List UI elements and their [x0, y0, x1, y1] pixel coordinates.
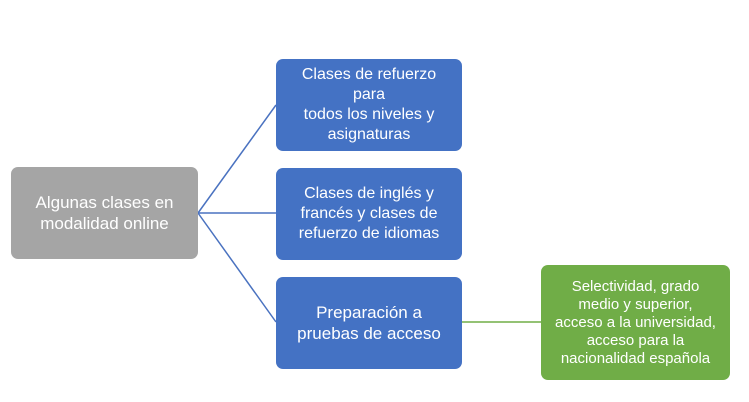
child-2-line-3: refuerzo de idiomas	[298, 225, 440, 242]
connector-root-to-child-1	[197, 104, 277, 214]
connector-root-to-child-3	[197, 212, 277, 323]
child-node-pruebas: Preparación a pruebas de acceso	[276, 277, 462, 369]
root-line-2: modalidad online	[40, 214, 169, 233]
child-2-line-2: francés y clases de	[300, 205, 438, 222]
child-node-pruebas-text: Preparación a pruebas de acceso	[297, 302, 441, 345]
root-node-text: Algunas clases en modalidad online	[36, 192, 174, 235]
grandchild-line-1: Selectividad, grado	[571, 277, 700, 295]
root-node: Algunas clases en modalidad online	[11, 167, 198, 259]
child-1-line-3: asignaturas	[327, 126, 411, 143]
child-node-refuerzo: Clases de refuerzo para todos los nivele…	[276, 59, 462, 151]
grandchild-line-2: medio y superior,	[578, 295, 693, 313]
child-1-line-1: Clases de refuerzo para	[301, 66, 437, 103]
grandchild-line-3: acceso a la universidad,	[555, 313, 716, 331]
child-3-line-2: pruebas de acceso	[297, 324, 441, 343]
grandchild-node-text: Selectividad, grado medio y superior, ac…	[555, 278, 716, 368]
child-2-line-1: Clases de inglés y	[304, 185, 434, 202]
child-node-idiomas-text: Clases de inglés y francés y clases de r…	[299, 184, 440, 244]
child-node-refuerzo-text: Clases de refuerzo para todos los nivele…	[284, 65, 454, 145]
grandchild-line-5: nacionalidad española	[560, 349, 711, 367]
child-1-line-2: todos los niveles y	[303, 106, 435, 123]
grandchild-node-selectividad: Selectividad, grado medio y superior, ac…	[541, 265, 730, 380]
root-line-1: Algunas clases en	[35, 192, 174, 212]
child-3-line-1: Preparación a	[316, 302, 422, 322]
grandchild-line-4: acceso para la	[586, 331, 685, 349]
child-node-idiomas: Clases de inglés y francés y clases de r…	[276, 168, 462, 260]
